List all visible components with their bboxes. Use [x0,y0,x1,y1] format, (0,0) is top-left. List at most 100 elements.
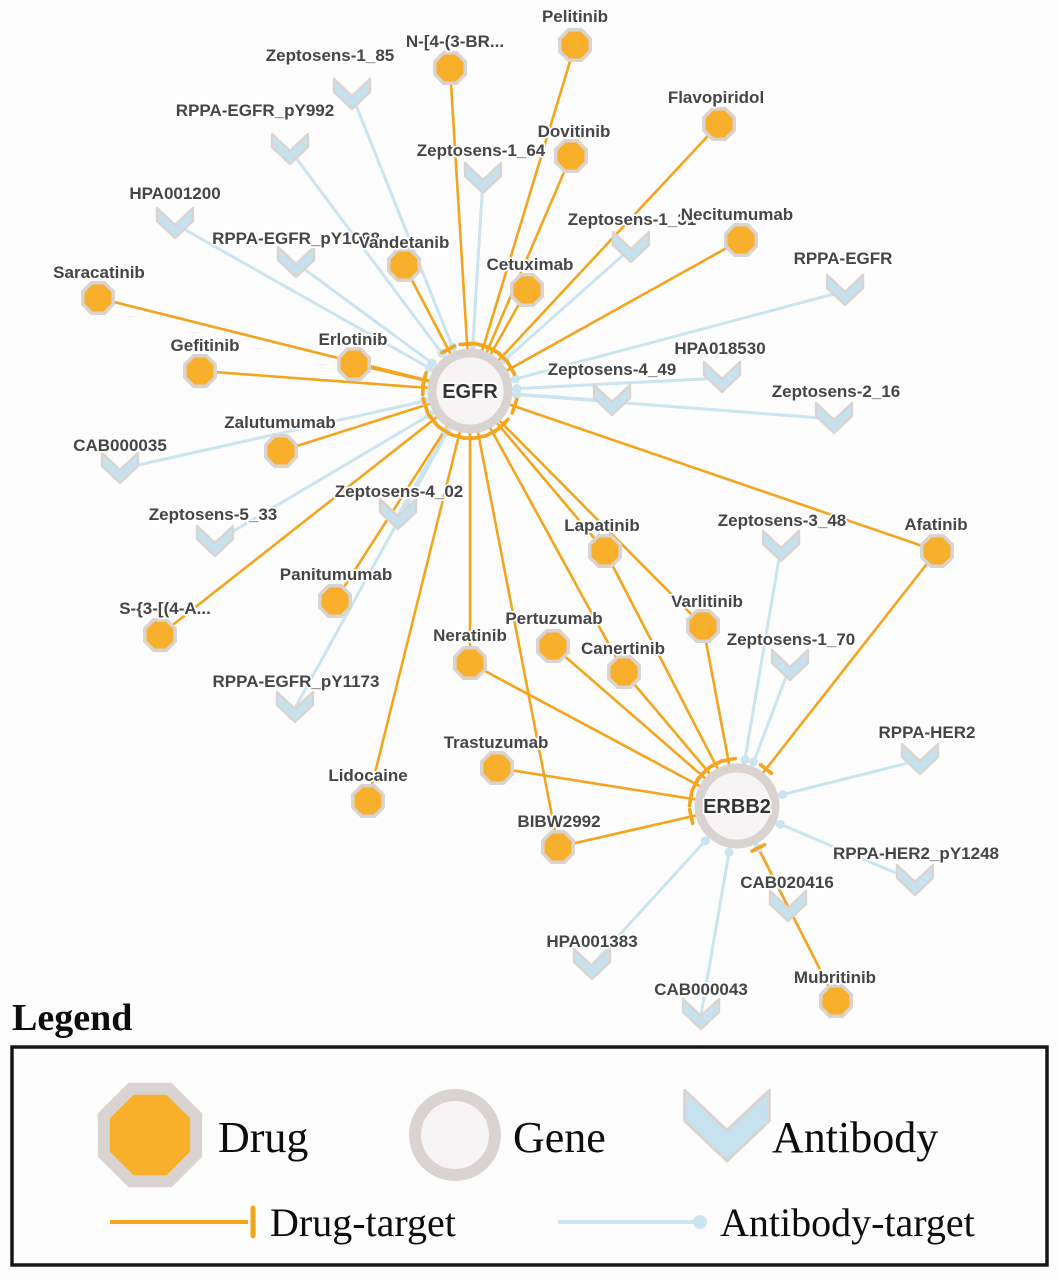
node-antibody-zeptosens-1_64[interactable] [463,161,503,195]
node-label-rppa-egfr: RPPA-EGFR [794,249,893,268]
node-antibody-zeptosens-2_16[interactable] [814,401,854,435]
node-drug-pertuzumab[interactable] [536,629,570,663]
node-label-lidocaine: Lidocaine [328,766,407,785]
node-drug-neratinib[interactable] [453,646,487,680]
node-label-vandetanib: Vandetanib [359,233,450,252]
node-antibody-cab020416[interactable] [768,889,808,923]
antibody-target-dot [700,836,710,846]
node-label-canertinib: Canertinib [581,639,665,658]
node-drug-s-3-4-a[interactable] [143,618,177,652]
node-label-lapatinib: Lapatinib [564,516,640,535]
edge-drug-target-bibw2992-EGFR [468,390,560,848]
edge-drug-target-afatinib-EGFR [469,389,938,553]
node-antibody-hpa018530[interactable] [702,360,742,394]
drug-target-tick [458,341,476,347]
node-antibody-zeptosens-1_85[interactable] [332,77,372,111]
antibody-target-legend-dot [693,1215,707,1229]
node-antibody-rppa-her2[interactable] [900,742,940,776]
node-gene-ERBB2[interactable] [694,763,780,849]
drug-target-tick [695,768,708,783]
node-drug-mubritinib[interactable] [819,984,853,1018]
node-label-zeptosens-3_48: Zeptosens-3_48 [718,511,847,530]
node-label-cab000035: CAB000035 [73,436,167,455]
drug-target-tick [719,756,738,763]
node-drug-zalutumumab[interactable] [264,434,298,468]
node-antibody-rppa-egfr_py1173[interactable] [275,690,315,724]
node-drug-lidocaine[interactable] [351,784,385,818]
node-antibody-zeptosens-1_31[interactable] [611,230,651,264]
node-antibody-rppa-egfr[interactable] [825,273,865,307]
node-antibody-zeptosens-1_70[interactable] [770,648,810,682]
node-antibody-hpa001383[interactable] [572,947,612,981]
node-drug-flavopiridol[interactable] [702,107,736,141]
edge-antibody-target-rppa-egfr-EGFR [469,289,846,393]
node-antibody-hpa001200[interactable] [155,206,195,240]
edge-antibody-target-zeptosens-1_85-EGFR [350,94,472,392]
node-antibody-rppa-egfr_py992[interactable] [270,132,310,166]
antibody-target-legend-label: Antibody-target [720,1200,975,1245]
node-antibody-zeptosens-5_33[interactable] [195,524,235,558]
node-drug-saracatinib[interactable] [81,281,115,315]
node-antibody-rppa-her2_py1248[interactable] [895,863,935,897]
node-drug-erlotinib[interactable] [337,347,371,381]
drug-legend-label: Drug [218,1113,308,1162]
node-label-mubritinib: Mubritinib [794,968,876,987]
edge-drug-target-afatinib-ERBB2 [735,550,939,807]
node-label-zeptosens-4_49: Zeptosens-4_49 [548,360,677,379]
node-label-erlotinib: Erlotinib [319,330,388,349]
antibody-target-dot [775,819,785,829]
node-label-dovitinib: Dovitinib [538,122,611,141]
node-drug-cetuximab[interactable] [510,273,544,307]
node-drug-canertinib[interactable] [607,655,641,689]
antibody-legend-icon [683,1088,771,1163]
node-antibody-zeptosens-4_02[interactable] [378,497,418,531]
edge-drug-target-s-3-4-a-EGFR [159,389,471,637]
node-antibody-rppa-egfr_py1068[interactable] [276,245,316,279]
node-antibody-zeptosens-4_49[interactable] [592,383,632,417]
node-label-zeptosens-1_70: Zeptosens-1_70 [727,630,856,649]
node-drug-gefitinib[interactable] [183,354,217,388]
node-label-cetuximab: Cetuximab [487,255,574,274]
edge-antibody-target-cab000035-EGFR [119,389,471,471]
node-drug-trastuzumab[interactable] [480,751,514,785]
node-drug-varlitinib[interactable] [686,609,720,643]
node-drug-pelitinib[interactable] [558,28,592,62]
node-antibody-cab000035[interactable] [100,451,140,485]
edge-drug-target-varlitinib-EGFR [469,390,704,627]
node-label-n-4-3-br: N-[4-(3-BR... [406,32,504,51]
node-label-gefitinib: Gefitinib [171,336,240,355]
node-gene-EGFR[interactable] [427,348,513,434]
node-label-zeptosens-2_16: Zeptosens-2_16 [772,382,901,401]
drug-target-tick [510,397,519,415]
drug-target-legend-label: Drug-target [270,1200,456,1245]
edge-drug-target-gefitinib-EGFR [199,369,471,393]
node-antibody-zeptosens-3_48[interactable] [761,529,801,563]
node-label-trastuzumab: Trastuzumab [444,733,549,752]
node-drug-bibw2992[interactable] [541,830,575,864]
edge-antibody-target-zeptosens-2_16-EGFR [469,389,835,421]
edge-drug-target-lidocaine-EGFR [366,390,472,802]
edge-drug-target-neratinib-ERBB2 [469,661,738,808]
node-drug-necitumumab[interactable] [724,223,758,257]
node-drug-lapatinib[interactable] [588,534,622,568]
node-label-zeptosens-4_02: Zeptosens-4_02 [335,482,464,501]
node-drug-afatinib[interactable] [920,534,954,568]
edge-drug-target-n-4-3-br-EGFR [448,67,472,392]
drug-target-tick [485,344,502,356]
node-label-zeptosens-1_85: Zeptosens-1_85 [266,46,395,65]
drug-legend-icon [97,1082,203,1188]
node-label-panitumumab: Panitumumab [280,565,392,584]
node-label-pelitinib: Pelitinib [542,7,608,26]
node-label-zeptosens-1_31: Zeptosens-1_31 [568,210,697,229]
node-drug-n-4-3-br[interactable] [433,51,467,85]
node-drug-dovitinib[interactable] [554,139,588,173]
drug-target-tick [758,762,774,776]
node-antibody-cab000043[interactable] [681,997,721,1031]
node-drug-vandetanib[interactable] [387,248,421,282]
drug-target-tick [440,344,457,355]
edge-drug-target-necitumumab-EGFR [469,238,742,393]
drug-target-tick [687,807,695,826]
node-drug-panitumumab[interactable] [318,584,352,618]
